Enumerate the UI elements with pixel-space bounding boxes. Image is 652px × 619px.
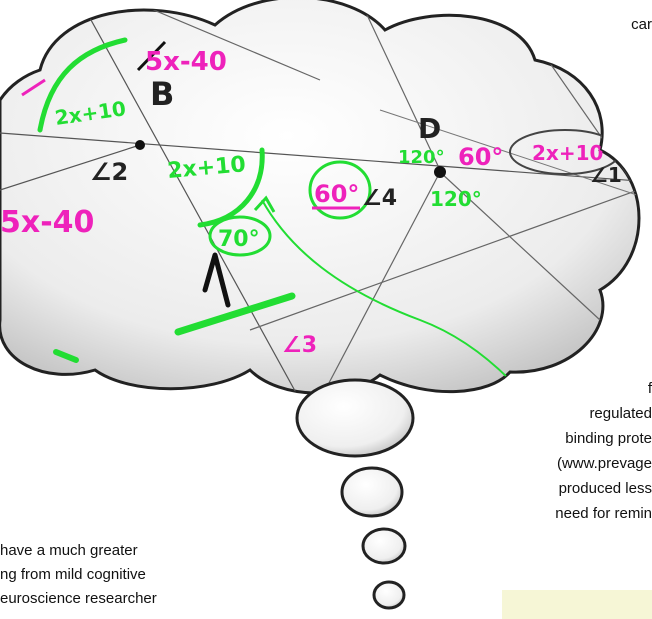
text-fragment-left-3: euroscience researcher [0,590,157,607]
label-b: B [150,75,174,113]
cloud-body [0,0,641,395]
label-magenta-right: 2x+10 [532,141,603,165]
black-arrow-mark [202,252,231,308]
label-angle-4: ∠4 [362,186,397,211]
point-d [434,166,446,178]
point-b [135,140,145,150]
text-fragment-right-1: f [647,380,652,397]
line-d-right-down [439,171,601,321]
thought-bubble-4 [372,580,406,610]
line-to-d-from-top [359,0,441,171]
thought-bubble-3 [361,527,407,565]
text-fragment-right-6: need for remin [555,505,652,522]
label-angle-3: ∠3 [282,333,317,358]
text-fragment-left-2: ng from mild cognitive [0,566,146,583]
line-lower-long [249,184,639,331]
text-fragment-right-2: regulated [589,405,652,422]
line-d-down [319,171,441,394]
line-left-down [0,144,141,191]
transversal-top-left [79,0,301,394]
line-lower-right [379,109,639,201]
text-fragment-right-4: (www.prevage [556,455,652,472]
circle-60 [308,160,372,220]
label-60-circled: 60° [314,180,359,208]
label-d: D [418,112,441,145]
green-arrowhead [253,195,276,213]
label-angle-2: ∠2 [90,158,128,186]
geometry-sketch: 5x-40 B 2x+10 ∠2 5x-40 2x+10 70° 60° ∠4 … [0,0,639,394]
line-b-to-d [0,132,639,183]
green-arc-mid [197,147,265,228]
label-angle-1: ∠1 [590,163,622,187]
green-arc-left [37,37,128,133]
green-curve-long [261,199,511,381]
label-70: 70° [218,227,260,252]
label-120-bottom: 120° [430,187,482,211]
label-120-top: 120° [398,147,445,168]
label-magenta-left: 5x-40 [0,205,94,240]
text-fragment-right-3: binding prote [565,430,652,447]
line-upper-diagonal [129,0,321,81]
label-magenta-60: 60° [458,143,503,171]
circle-70 [208,215,272,257]
green-bar [174,292,296,336]
text-fragment-right-5: produced less [558,480,652,497]
highlight-box [502,590,652,619]
magenta-slash [21,78,46,97]
thought-bubble-1 [295,378,415,458]
label-magenta-top: 5x-40 [145,47,227,77]
green-left-stroke [53,349,79,363]
thought-bubble-2 [340,466,404,518]
text-fragment-left-1: have a much greater [0,542,138,559]
text-fragment-top-right: car [631,16,652,33]
black-slash [136,40,167,72]
